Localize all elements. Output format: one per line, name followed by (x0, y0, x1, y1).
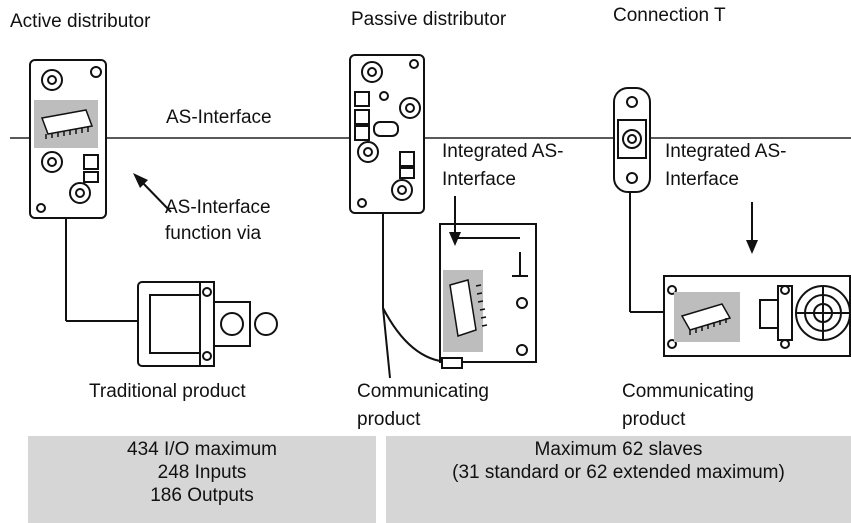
integrated-2-arrow-head (746, 240, 758, 254)
active-distributor-label: Active distributor (10, 11, 151, 32)
slaves-detail-text: (31 standard or 62 extended maximum) (452, 462, 785, 483)
as-interface-bus-label: AS-Interface (166, 107, 272, 128)
integrated-1-label-line2: Interface (442, 169, 516, 190)
io-capacity-panel: 434 I/O maximum 248 Inputs 186 Outputs (28, 436, 376, 523)
active-arrow-shaft (139, 179, 172, 213)
slaves-capacity-panel: Maximum 62 slaves (31 standard or 62 ext… (386, 436, 851, 523)
communicating-1-chip (449, 279, 488, 337)
communicating-1-label-line1: Communicating (357, 381, 489, 402)
integrated-1-arrow-head (449, 232, 461, 246)
passive-distributor-label: Passive distributor (351, 9, 507, 30)
integrated-1-label-line1: Integrated AS- (442, 141, 564, 162)
io-maximum-text: 434 I/O maximum (127, 439, 277, 460)
active-arrow-head (133, 173, 148, 188)
traditional-product-device (137, 281, 278, 367)
communicating-2-chip (680, 303, 732, 335)
connection-t-label: Connection T (613, 5, 726, 26)
communicating-1-label-line2: product (357, 409, 421, 430)
max-slaves-text: Maximum 62 slaves (534, 439, 703, 460)
function-via-label-line1: AS-Interface (165, 197, 271, 218)
integrated-2-label-line2: Interface (665, 169, 739, 190)
integrated-2-label-line1: Integrated AS- (665, 141, 787, 162)
communicating-2-label-line2: product (622, 409, 686, 430)
function-via-label-line2: function via (165, 223, 262, 244)
outputs-text: 186 Outputs (150, 485, 254, 506)
connection-t-device (613, 87, 651, 193)
inputs-text: 248 Inputs (157, 462, 247, 483)
traditional-product-label: Traditional product (89, 381, 246, 402)
active-chip (40, 109, 94, 139)
passive-distributor-device (349, 54, 425, 214)
communicating-2-label-line1: Communicating (622, 381, 754, 402)
